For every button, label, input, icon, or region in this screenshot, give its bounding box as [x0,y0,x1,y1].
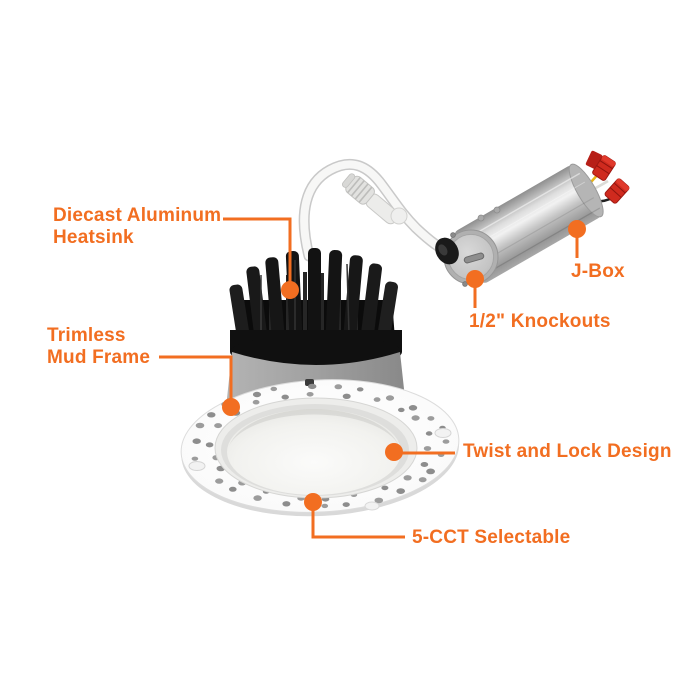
lens [227,409,401,495]
callout-label-twist-lock: Twist and Lock Design [463,441,672,462]
callout-label-j-box: J-Box [571,261,625,282]
frame-dimple [364,501,380,511]
callout-line-heatsink [223,217,292,286]
callout-dot-j-box [568,220,586,238]
callout-label-cct: 5-CCT Selectable [412,527,571,548]
jbox-screw-bump [477,214,485,222]
jbox-screw-bump [493,206,501,214]
callout-dot-twist-lock [385,443,403,461]
callout-dot-mud-frame [222,398,240,416]
face-screw [450,232,456,238]
callout-dot-cct [304,493,322,511]
cable-strain-ball [390,207,408,225]
callout-lines [159,217,586,539]
frame-dimple [434,428,452,438]
trimless-mud-frame [180,379,460,517]
callout-dot-heatsink [281,281,299,299]
diecast-aluminum-heatsink [229,248,402,369]
callout-label-trimless-mud-frame: Trimless Mud Frame [47,325,151,368]
cable-connector [342,173,399,225]
lens-shadow-crescent [229,409,399,446]
frame-dimple [188,461,206,471]
quick-connect-cable [298,158,459,265]
callout-line-mud-frame [159,355,233,403]
cable-grommet [435,237,459,265]
face-screw [462,281,468,287]
callout-line-cct [311,505,405,539]
red-wire-connectors [585,150,630,204]
knockout-slot [463,252,485,264]
callout-label-diecast-heatsink: Diecast Aluminum Heatsink [53,205,222,248]
junction-box [439,150,630,287]
callout-label-knockouts: 1/2" Knockouts [469,311,611,332]
heatsink-skirt-bottom [230,335,402,369]
callout-dot-knockouts [466,270,484,288]
